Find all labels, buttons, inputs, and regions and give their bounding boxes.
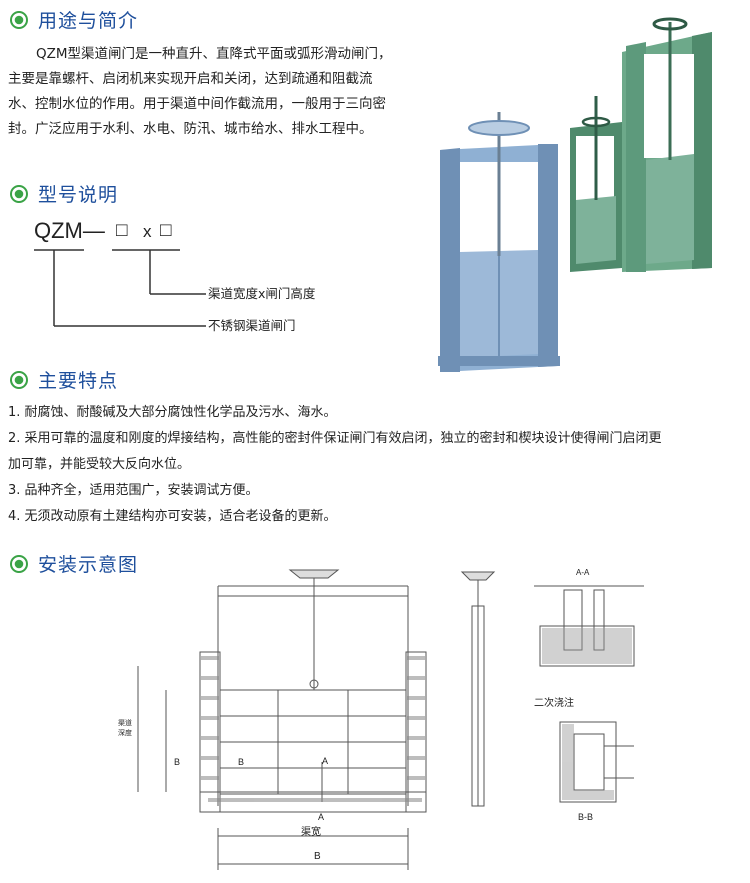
label-channel-depth-1: 渠道	[118, 720, 132, 727]
section-header-features: 主要特点	[8, 366, 118, 393]
feature-item: 加可靠，并能受较大反向水位。	[8, 457, 191, 472]
usage-line: QZM型渠道闸门是一种直升、直降式平面或弧形滑动闸门，	[36, 46, 392, 62]
section-header-install: 安装示意图	[8, 550, 138, 577]
label-section-bb: B-B	[578, 812, 594, 822]
installation-front-view	[137, 569, 427, 870]
usage-line: 水、控制水位的作用。用于渠道中间作截流用，一般用于三向密	[8, 96, 386, 112]
usage-line: 主要是靠螺杆、启闭机来实现开启和关闭，达到疏通和阻截流	[8, 71, 373, 87]
model-box-2: □	[160, 220, 172, 241]
label-channel-width: 渠宽	[301, 827, 321, 838]
tall-gate-illustration	[622, 17, 712, 272]
product-photo	[438, 17, 712, 372]
label-section-aa: A-A	[576, 568, 590, 577]
feature-item: 1. 耐腐蚀、耐酸碱及大部分腐蚀性化学品及污水、海水。	[8, 405, 337, 420]
label-a-top: A	[322, 756, 329, 766]
medium-gate-illustration	[570, 96, 622, 272]
label-b-right: B	[238, 757, 245, 767]
model-label-material: 不锈钢渠道闸门	[208, 318, 296, 333]
features-list: 1. 耐腐蚀、耐酸碱及大部分腐蚀性化学品及污水、海水。 2. 采用可靠的温度和刚…	[8, 400, 744, 530]
model-times: x	[143, 222, 152, 241]
detail-bb	[559, 721, 634, 803]
usage-line: 封。广泛应用于水利、水电、防汛、城市给水、排水工程中。	[8, 121, 373, 137]
target-icon	[8, 553, 30, 575]
label-second-pour: 二次浇注	[534, 698, 574, 709]
section-title: 型号说明	[38, 184, 119, 206]
model-label-width-height: 渠道宽度x闸门高度	[208, 286, 316, 301]
usage-paragraph: QZM型渠道闸门是一种直升、直降式平面或弧形滑动闸门， 主要是靠螺杆、启闭机来实…	[8, 42, 418, 142]
section-title: 主要特点	[38, 370, 119, 392]
installation-side-view	[460, 571, 496, 807]
target-icon	[8, 369, 30, 391]
label-a-bottom: A	[318, 812, 325, 822]
feature-item: 2. 采用可靠的温度和刚度的焊接结构，高性能的密封件保证闸门有效启闭，独立的密封…	[8, 431, 662, 446]
feature-item: 4. 无须改动原有土建结构亦可安装，适合老设备的更新。	[8, 509, 337, 524]
label-b-dimension: B	[314, 851, 321, 862]
target-icon	[8, 183, 30, 205]
label-b-left: B	[174, 757, 181, 767]
section-header-model: 型号说明	[8, 180, 118, 207]
model-box-1: □	[116, 220, 128, 241]
detail-aa	[534, 585, 644, 667]
section-header-usage: 用途与简介	[8, 6, 138, 33]
model-diagram-lines	[34, 249, 206, 327]
target-icon	[8, 9, 30, 31]
model-code: QZM—	[34, 218, 105, 243]
section-title: 安装示意图	[38, 554, 139, 576]
feature-item: 3. 品种齐全，适用范围广，安装调试方便。	[8, 483, 259, 498]
label-channel-depth-2: 深度	[118, 730, 132, 737]
front-gate-illustration	[438, 112, 560, 372]
section-title: 用途与简介	[38, 10, 139, 32]
